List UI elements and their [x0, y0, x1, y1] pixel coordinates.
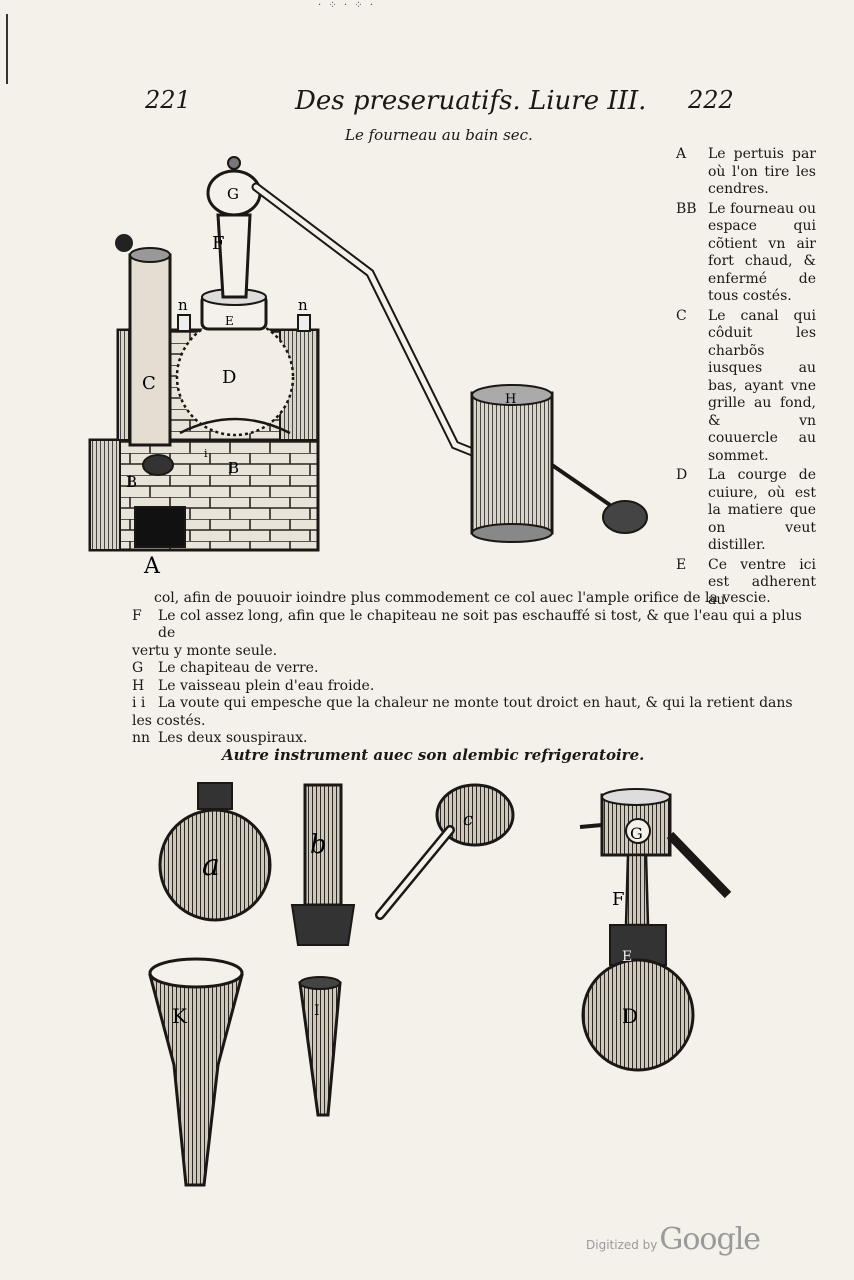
label-B-left: B: [126, 473, 137, 491]
lower-legend-item: G Le chapiteau de verre.: [132, 660, 812, 678]
page-header: 221 Des preseruatifs. Liure III. 222: [0, 86, 854, 120]
figure1-caption: Le fourneau au bain sec.: [345, 126, 533, 144]
cold-water-vessel: [470, 384, 554, 543]
legend-key: i i: [132, 695, 146, 711]
lower-legend-item: i i La voute qui empesche que la chaleur…: [132, 695, 812, 713]
label-F: F: [612, 889, 625, 910]
legend-text: Le vaisseau plein d'eau froide.: [158, 677, 375, 694]
legend-key: D: [676, 467, 688, 483]
side-legend-item: E Ce ventre ici est adherent au: [676, 557, 816, 610]
vent-right: [297, 314, 311, 332]
part-c-retort: c: [375, 783, 515, 920]
legend-key: H: [132, 677, 145, 694]
part-a-flask: a: [158, 782, 272, 922]
label-D: D: [222, 367, 236, 388]
label-n-right: n: [298, 296, 308, 314]
page-number-left: 221: [145, 86, 191, 114]
legend-key: F: [132, 607, 142, 624]
page-number-right: 222: [688, 86, 734, 114]
label-C: C: [142, 373, 156, 394]
label-b: b: [310, 830, 327, 860]
label-A: A: [143, 554, 161, 579]
legend-text: Le pertuis par où l'on tire les cendres.: [708, 146, 816, 197]
scan-bleed-through: · ⁘ · ⁘ ·: [318, 0, 376, 11]
receiver-flask: [602, 500, 648, 534]
label-F: F: [212, 233, 225, 254]
legend-key: nn: [132, 730, 151, 746]
legend-continuation: col, afin de pouuoir ioindre plus commod…: [154, 590, 771, 606]
label-E: E: [225, 314, 234, 328]
alembic-neck-and-head: [206, 156, 262, 299]
digitized-watermark: Digitized by Google: [586, 1222, 761, 1257]
label-I: I: [314, 1003, 320, 1019]
side-legend-item: A Le pertuis par où l'on tire les cendre…: [676, 146, 816, 199]
charcoal-canal: [115, 234, 172, 447]
lower-legend-item: nn Les deux souspiraux.: [132, 730, 812, 748]
legend-text-wrap: les costés.: [132, 712, 206, 729]
legend-text: Le chapiteau de verre.: [158, 660, 319, 676]
legend-text: Ce ventre ici est adherent au: [708, 556, 816, 608]
legend-text: Le canal qui côduit les charbõs iusques …: [708, 307, 816, 464]
label-c: c: [463, 809, 473, 830]
label-E: E: [622, 949, 632, 965]
lower-legend-item: H Le vaisseau plein d'eau froide.: [132, 678, 812, 696]
google-logo: Google: [659, 1222, 761, 1257]
legend-text: La voute qui empesche que la chaleur ne …: [158, 695, 793, 711]
legend-key: A: [676, 146, 687, 162]
side-legend: A Le pertuis par où l'on tire les cendre…: [676, 146, 816, 611]
furnace-illustration: F G n n E D C i B B H A: [88, 156, 648, 579]
lower-legend: col, afin de pouuoir ioindre plus commod…: [132, 590, 812, 748]
legend-text: Le fourneau ou espace qui cõtient vn air…: [708, 200, 816, 305]
part-I-cone: I: [298, 976, 342, 1117]
copper-gourd: [175, 288, 295, 437]
watermark-prefix: Digitized by: [586, 1238, 658, 1252]
legend-text: Le col assez long, afin que le chapiteau…: [158, 607, 802, 642]
label-a: a: [202, 848, 220, 883]
legend-text-wrap: vertu y monte seule.: [132, 642, 278, 659]
legend-text: La courge de cuiure, où est la matiere q…: [708, 467, 816, 553]
label-D: D: [622, 1004, 638, 1028]
alembic-parts-illustration: a b c G F E D: [148, 782, 732, 1187]
margin-rule: [6, 14, 8, 84]
legend-key: G: [132, 660, 144, 676]
side-legend-item: D La courge de cuiure, où est la matiere…: [676, 467, 816, 555]
label-H: H: [505, 392, 516, 407]
legend-key: BB: [676, 200, 697, 217]
part-assembled-alembic: G F E D: [579, 788, 732, 1072]
lower-legend-item: F Le col assez long, afin que le chapite…: [132, 608, 812, 643]
label-i: i: [204, 447, 208, 460]
label-G: G: [227, 185, 239, 203]
label-B-right: B: [228, 459, 239, 477]
side-legend-item: C Le canal qui côduit les charbõs iusque…: [676, 308, 816, 466]
label-G: G: [630, 824, 643, 843]
figure2-caption: Autre instrument auec son alembic refrig…: [222, 746, 645, 764]
label-n-left: n: [178, 296, 188, 314]
side-legend-item: BB Le fourneau ou espace qui cõtient vn …: [676, 201, 816, 306]
part-b-tube: b: [290, 783, 356, 946]
part-K-funnel: K: [148, 957, 244, 1187]
legend-key: E: [676, 556, 687, 573]
label-K: K: [172, 1004, 188, 1028]
receiver-spout: [550, 463, 612, 507]
legend-key: C: [676, 307, 687, 324]
vent-left: [177, 314, 191, 332]
vault: [179, 417, 291, 435]
legend-text: Les deux souspiraux.: [158, 730, 308, 746]
running-title: Des preseruatifs. Liure III.: [295, 86, 647, 116]
